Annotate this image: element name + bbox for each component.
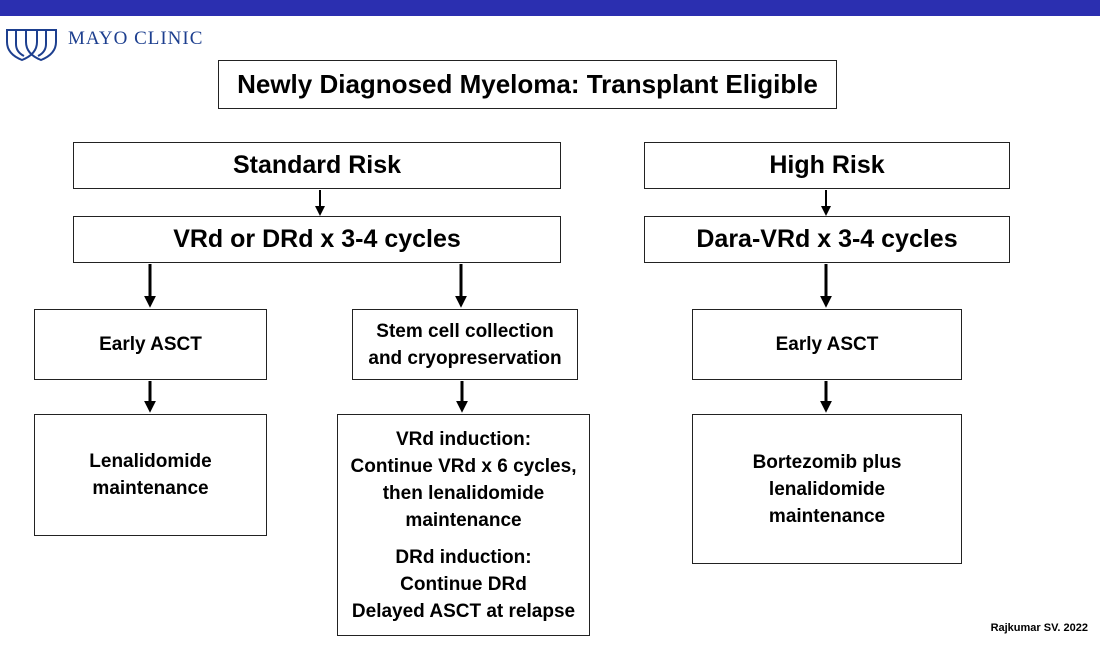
stem-cell-collection-box: Stem cell collection and cryopreservatio… (352, 309, 578, 380)
brand-name: MAYO CLINIC (68, 28, 204, 49)
mayo-shield-icon (6, 29, 57, 62)
delayed-transplant-options-box: VRd induction: Continue VRd x 6 cycles, … (337, 414, 590, 636)
standard-induction-box: VRd or DRd x 3-4 cycles (73, 216, 561, 263)
high-early-asct-box: Early ASCT (692, 309, 962, 380)
drd-induction-block: DRd induction: Continue DRd Delayed ASCT… (351, 546, 576, 622)
vrd-induction-block: VRd induction: Continue VRd x 6 cycles, … (350, 428, 577, 531)
high-risk-header: High Risk (644, 142, 1010, 189)
diagram-title: Newly Diagnosed Myeloma: Transplant Elig… (218, 60, 837, 109)
standard-early-asct-box: Early ASCT (34, 309, 267, 380)
standard-risk-header: Standard Risk (73, 142, 561, 189)
standard-lenalidomide-maintenance-box: Lenalidomide maintenance (34, 414, 267, 536)
mayo-clinic-logo: MAYO CLINIC (4, 24, 203, 62)
high-maintenance-box: Bortezomib plus lenalidomide maintenance (692, 414, 962, 564)
high-induction-box: Dara-VRd x 3-4 cycles (644, 216, 1010, 263)
citation: Rajkumar SV. 2022 (990, 622, 1088, 634)
top-accent-bar (0, 0, 1100, 16)
